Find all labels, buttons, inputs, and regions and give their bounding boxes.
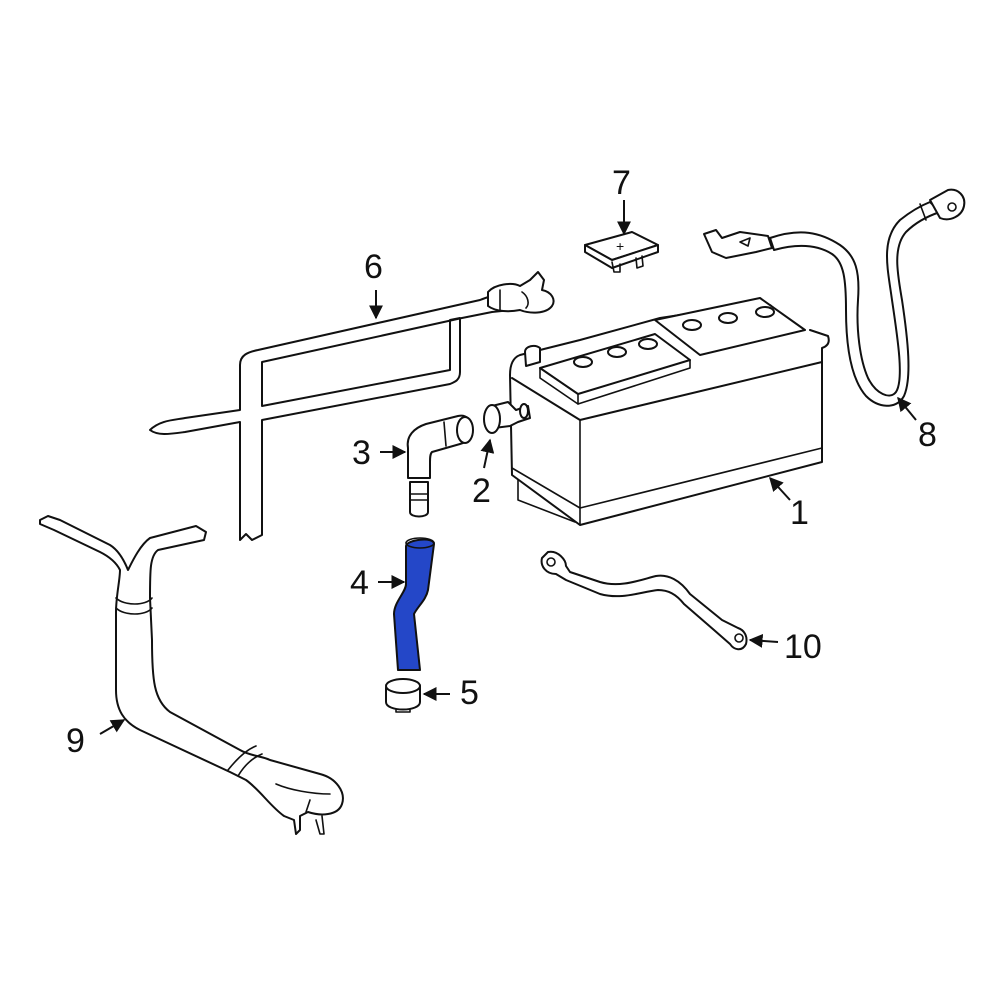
callout-4: 4 [350,564,369,602]
leader-9 [99,719,126,735]
leader-10 [748,633,779,648]
part-9-cable[interactable] [39,515,344,835]
part-8-cable[interactable] [703,188,966,407]
callout-1: 1 [790,494,809,532]
callout-5: 5 [460,674,479,712]
part-5-grommet[interactable] [385,678,421,713]
leader-2 [480,438,495,469]
callout-leaders [99,200,917,735]
callout-3: 3 [352,434,371,472]
callout-labels: 1 2 3 4 5 6 7 8 9 10 [66,164,937,760]
leader-1 [769,476,791,501]
callout-9: 9 [66,722,85,760]
part-10-cable[interactable] [540,550,748,651]
callout-7: 7 [612,164,631,202]
callout-2: 2 [472,472,491,510]
part-7-cover[interactable]: + [584,231,659,273]
part-3-elbow[interactable] [406,414,474,518]
part-2-vent-plug[interactable] [483,401,531,434]
part-1-battery[interactable] [509,297,830,526]
callout-6: 6 [364,248,383,286]
part-4-hose[interactable] [393,537,435,671]
part-6-cable[interactable] [149,271,555,541]
callout-10: 10 [784,628,822,666]
leader-8 [897,396,917,421]
callout-8: 8 [918,416,937,454]
cover-plus-symbol: + [616,238,624,254]
